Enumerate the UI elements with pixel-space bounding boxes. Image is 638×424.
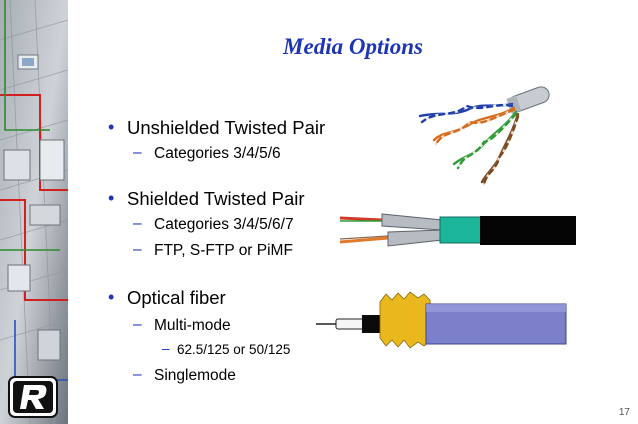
bullet-text: Shielded Twisted Pair (127, 188, 305, 209)
bullet-text: Optical fiber (127, 287, 226, 308)
subitem: – FTP, S-FTP or PiMF (133, 241, 293, 260)
slide-title: Media Options (283, 34, 423, 59)
subitem-text: FTP, S-FTP or PiMF (154, 242, 293, 259)
dash-marker: – (162, 341, 170, 356)
subitem-text: Categories 3/4/5/6 (154, 145, 281, 162)
subitem-text: Singlemode (154, 367, 236, 384)
bullet-stp: • Shielded Twisted Pair (108, 188, 305, 210)
bullet-utp: • Unshielded Twisted Pair (108, 117, 326, 139)
bullet-dot: • (108, 117, 115, 137)
subitem: – Singlemode (133, 366, 236, 385)
subitem-text: Multi-mode (154, 317, 231, 334)
subitem: – Categories 3/4/5/6 (133, 144, 281, 163)
bullet-fiber: • Optical fiber (108, 287, 226, 309)
subitem: – Multi-mode (133, 316, 231, 335)
r-logo-icon (8, 376, 58, 418)
side-panel-illustration (0, 0, 68, 424)
network-rack-illustration (0, 0, 68, 424)
dash-marker: – (133, 316, 142, 333)
bullet-text: Unshielded Twisted Pair (127, 117, 326, 138)
bullet-dot: • (108, 287, 115, 307)
dash-marker: – (133, 241, 142, 258)
dash-marker: – (133, 366, 142, 383)
stp-cable-image (340, 213, 576, 247)
utp-cable-image (418, 86, 550, 186)
dash-marker: – (133, 215, 142, 232)
subsubitem: – 62.5/125 or 50/125 (162, 341, 291, 357)
subsubitem-text: 62.5/125 or 50/125 (177, 342, 291, 357)
page-number: 17 (618, 407, 630, 418)
dash-marker: – (133, 144, 142, 161)
subitem: – Categories 3/4/5/6/7 (133, 215, 294, 234)
subitem-text: Categories 3/4/5/6/7 (154, 216, 294, 233)
bullet-dot: • (108, 188, 115, 208)
fiber-cable-image (316, 291, 567, 349)
